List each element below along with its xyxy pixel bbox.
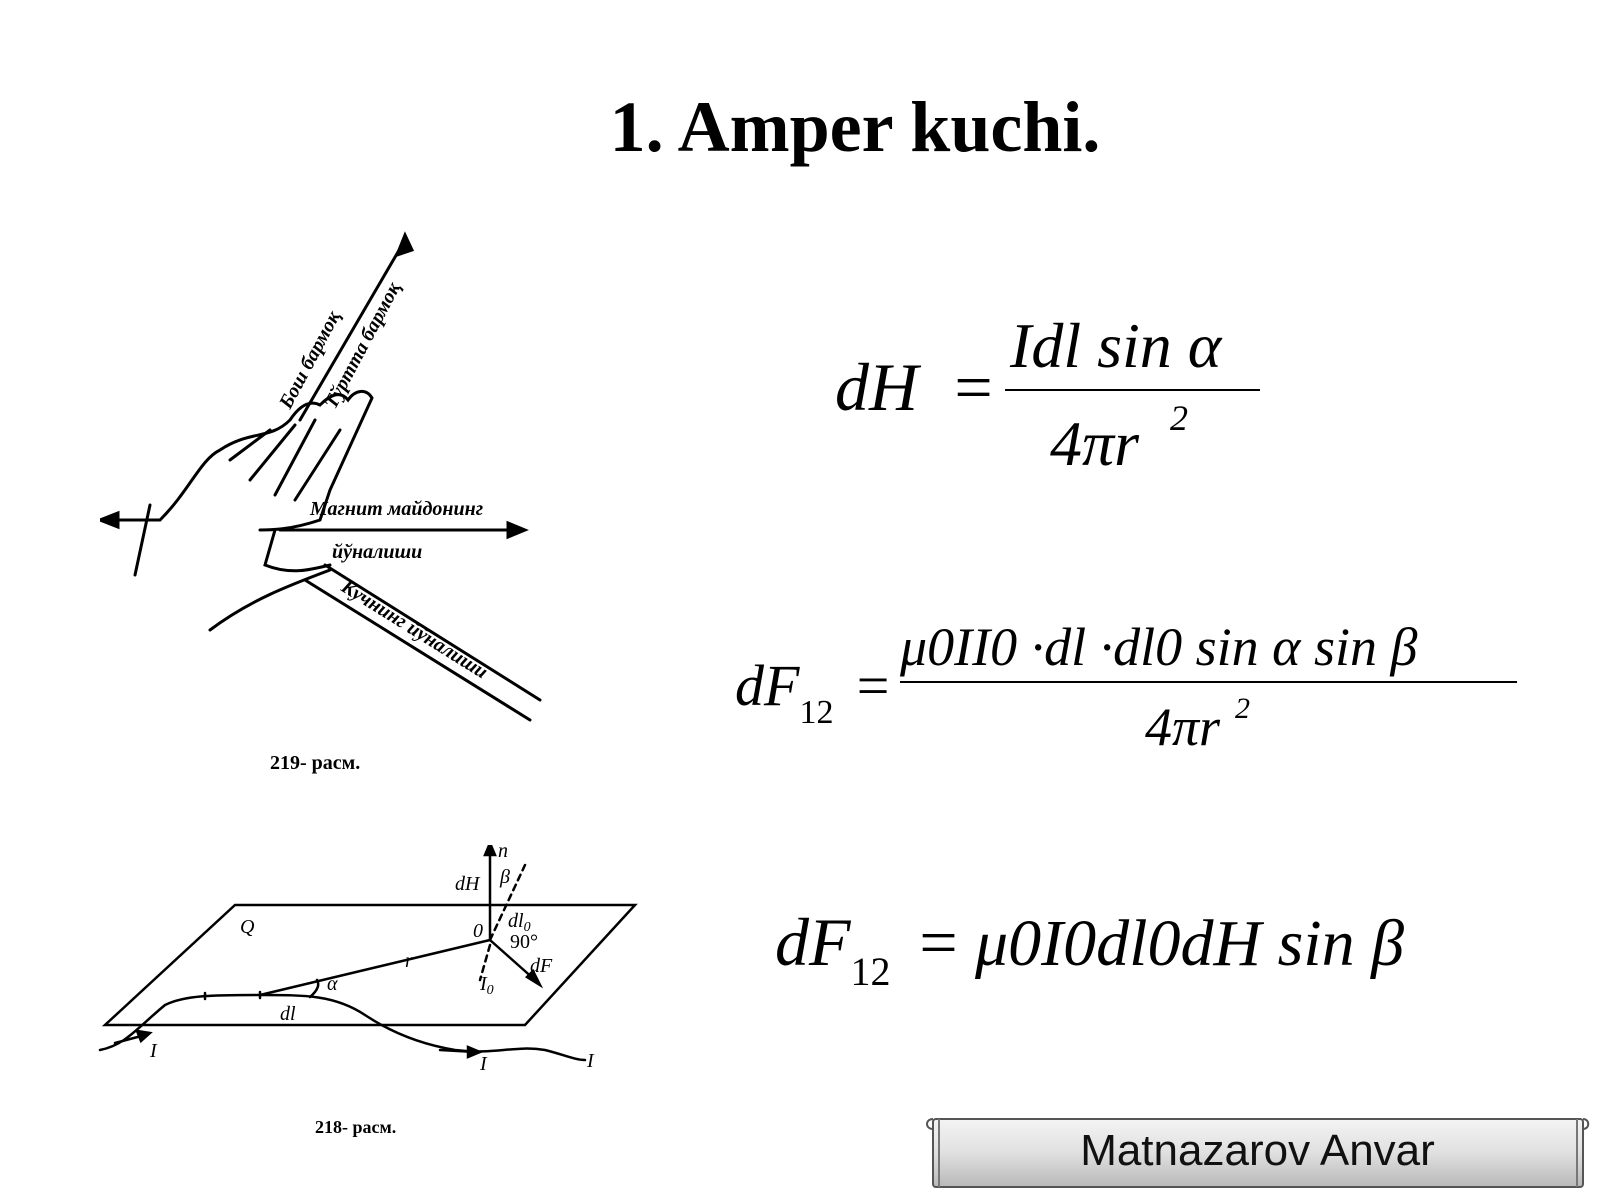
plane-figure: n dH β Q 0 dl0 90° r α dF I0 dl I I I	[98, 845, 638, 1075]
label-beta: β	[499, 866, 510, 888]
hand-rule-figure: Бош бармоқ Тўртта бармоқ Магнит майдонин…	[100, 231, 542, 722]
figure-caption-218: 218- расм.	[315, 1117, 397, 1137]
formula-dH: dH = Idl sin α 4πr 2	[835, 310, 1260, 479]
formula-dH-eq: =	[950, 349, 996, 425]
formula-dF12s-lhs: dF12	[775, 905, 891, 994]
formula-dH-lhs: dH	[835, 349, 922, 425]
label-I-left: I	[149, 1040, 158, 1062]
formula-dF12s-rhs: μ0I0dl0dH sin β	[974, 907, 1404, 980]
label-r: r	[405, 950, 413, 972]
figure-caption-219: 219- расм.	[270, 752, 361, 774]
label-field: Магнит майдонинг	[309, 498, 483, 520]
label-90deg: 90°	[510, 931, 538, 953]
slide-title: 1. Amper kuchi.	[609, 87, 1101, 167]
label-I-mid: I	[479, 1053, 488, 1075]
label-O: 0	[473, 920, 483, 942]
formula-dF12-short: dF12 = μ0I0dl0dH sin β	[775, 905, 1404, 994]
label-field-2: йўналиши	[332, 541, 422, 563]
author-name: Matnazarov Anvar	[1080, 1126, 1435, 1175]
label-I0: I0	[479, 973, 494, 998]
formula-dH-denominator: 4πr	[1050, 408, 1140, 479]
label-Q: Q	[240, 916, 255, 938]
formula-dF12-exp: 2	[1235, 692, 1250, 725]
label-dF: dF	[530, 955, 553, 977]
label-n: n	[498, 845, 508, 862]
label-dl: dl	[280, 1003, 296, 1025]
author-banner	[926, 1118, 1590, 1188]
formula-dF12-eq: =	[853, 653, 892, 718]
label-dl0: dl0	[508, 910, 531, 935]
label-dH: dH	[455, 873, 481, 895]
formula-dF12-numerator: μ0II0 ·dl ·dl0 sin α sin β	[899, 620, 1417, 677]
formula-dF12-lhs: dF12	[735, 653, 833, 731]
formula-dH-numerator: Idl sin α	[1009, 310, 1223, 381]
formula-dF12-denominator: 4πr	[1145, 697, 1221, 757]
label-I-right: I	[586, 1050, 595, 1072]
label-current: Кучнинг йўналиши	[337, 575, 492, 683]
formula-dF12s-eq: =	[915, 905, 961, 980]
formula-dF12-full: dF12 = μ0II0 ·dl ·dl0 sin α sin β 4πr 2	[735, 620, 1517, 757]
formula-dH-exp: 2	[1170, 398, 1188, 438]
label-alpha: α	[327, 973, 338, 995]
